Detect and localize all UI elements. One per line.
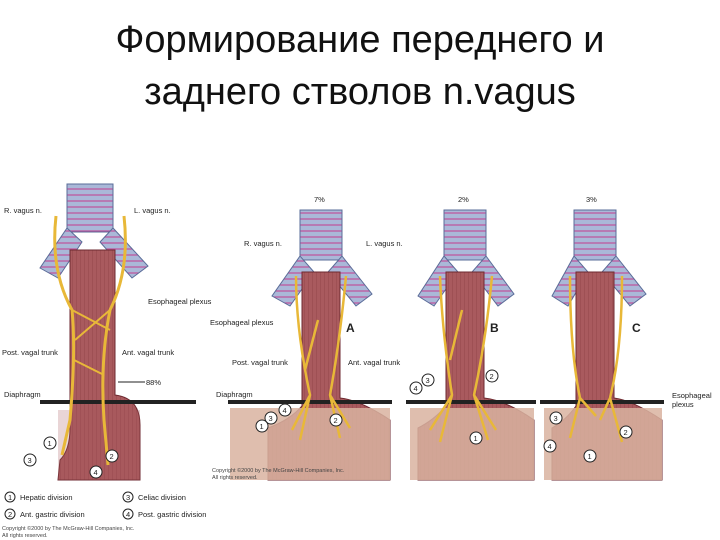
panel-a-marker-1: 1 (255, 419, 269, 433)
panel-b-letter: B (490, 321, 499, 335)
panel-b-marker-3: 3 (421, 373, 435, 387)
svg-text:1: 1 (588, 452, 592, 461)
panel-a-percent: 7% (314, 195, 325, 204)
panel-a-trachea (299, 209, 343, 261)
panel-c-trachea (573, 209, 617, 261)
panel-c-marker-4: 4 (543, 439, 557, 453)
legend-item-hepatic: 1 Hepatic division (4, 491, 73, 503)
panel-c-marker-3: 3 (549, 411, 563, 425)
panel-a-r-vagus: R. vagus n. (244, 239, 282, 248)
svg-text:2: 2 (8, 510, 12, 519)
panel-c-esophageal-plexus-line1: Esophageal (672, 391, 712, 400)
svg-text:Post. gastric division: Post. gastric division (138, 510, 206, 519)
panel-c-percent: 3% (586, 195, 597, 204)
svg-text:1: 1 (48, 439, 52, 448)
panel-a-marker-2: 2 (329, 413, 343, 427)
svg-text:4: 4 (414, 384, 418, 393)
panel-b-stomach (410, 408, 534, 480)
l-vagus-label: L. vagus n. (134, 206, 171, 215)
panel-b-percent: 2% (458, 195, 469, 204)
post-vagal-trunk-label: Post. vagal trunk (2, 348, 58, 357)
svg-text:4: 4 (283, 406, 287, 415)
svg-text:3: 3 (269, 414, 273, 423)
panel-a-esophageal-plexus: Esophageal plexus (210, 318, 274, 327)
copyright-main: Copyright ©2000 by The McGraw-Hill Compa… (2, 525, 135, 532)
svg-text:Hepatic division: Hepatic division (20, 493, 73, 502)
svg-text:4: 4 (126, 510, 130, 519)
panel-a-l-vagus: L. vagus n. (366, 239, 403, 248)
diaphragm-label: Diaphragm (4, 390, 41, 399)
svg-text:Celiac division: Celiac division (138, 493, 186, 502)
svg-text:2: 2 (624, 428, 628, 437)
panel-a-ant-vagal-trunk: Ant. vagal trunk (348, 358, 400, 367)
panel-b-right-bronchus (471, 255, 515, 307)
panel-c-right-bronchus (601, 255, 647, 307)
esophagus (57, 249, 141, 481)
panel-a-marker-3: 3 (264, 411, 278, 425)
svg-text:2: 2 (490, 372, 494, 381)
panel-a-post-vagal-trunk: Post. vagal trunk (232, 358, 288, 367)
panel-a-letter: A (346, 321, 355, 335)
esophageal-plexus-label: Esophageal plexus (148, 297, 212, 306)
svg-text:2: 2 (334, 416, 338, 425)
panel-c-esophageal-plexus-line2: plexus (672, 400, 694, 409)
svg-text:1: 1 (260, 422, 264, 431)
marker-2: 2 (105, 449, 119, 463)
svg-text:3: 3 (554, 414, 558, 423)
percent-label: 88% (146, 378, 161, 387)
legend: 1 Hepatic division 2 Ant. gastric divisi… (4, 491, 206, 520)
panel-c-nerves (568, 275, 624, 443)
panel-a-diaphragm-label: Diaphragm (216, 390, 253, 399)
slide-title: Формирование переднего и заднего стволов… (0, 14, 720, 118)
marker-3: 3 (23, 453, 37, 467)
r-vagus-label: R. vagus n. (4, 206, 42, 215)
panel-b-nerves (428, 275, 498, 443)
panel-b-trachea (443, 209, 487, 261)
vagus-diagram: R. vagus n. L. vagus n. Esophageal plexu… (2, 183, 712, 539)
trachea (66, 183, 114, 233)
stomach (58, 410, 140, 480)
marker-4: 4 (89, 465, 103, 479)
panel-c-marker-1: 1 (583, 449, 597, 463)
plexus-nerves (71, 309, 111, 376)
title-line-2: заднего стволов n.vagus (144, 71, 576, 113)
panel-a-marker-4: 4 (278, 403, 292, 417)
legend-item-celiac: 3 Celiac division (122, 491, 186, 503)
panel-b-marker-1: 1 (469, 431, 483, 445)
copyright-mid: Copyright ©2000 by The McGraw-Hill Compa… (212, 467, 345, 474)
copyright-main-2: All rights reserved. (2, 533, 48, 539)
panel-a-nerves (290, 275, 352, 441)
svg-text:3: 3 (426, 376, 430, 385)
panel-a: 7% R. vagus n. L. vagus n. Esophageal pl… (210, 195, 403, 481)
svg-text:1: 1 (8, 493, 12, 502)
ant-vagal-trunk-label: Ant. vagal trunk (122, 348, 174, 357)
panel-a-left-bronchus (271, 255, 315, 307)
panel-a-right-bronchus (327, 255, 373, 307)
legend-item-ant-gastric: 2 Ant. gastric division (4, 508, 85, 520)
legend-item-post-gastric: 4 Post. gastric division (122, 508, 206, 520)
panel-c-letter: C (632, 321, 641, 335)
svg-text:4: 4 (94, 468, 98, 477)
title-line-1: Формирование переднего и (115, 19, 605, 61)
svg-text:3: 3 (28, 456, 32, 465)
svg-text:1: 1 (474, 434, 478, 443)
panel-b-left-bronchus (417, 255, 459, 307)
panel-c-marker-2: 2 (619, 425, 633, 439)
panel-c: 3% C Esophageal plexus 3 4 2 1 (540, 195, 712, 481)
panel-b-marker-4: 4 (409, 381, 423, 395)
panel-b: 2% B 3 4 2 1 (406, 195, 536, 481)
marker-1: 1 (43, 436, 57, 450)
svg-text:3: 3 (126, 493, 130, 502)
svg-text:Ant. gastric division: Ant. gastric division (20, 510, 85, 519)
copyright-mid-2: All rights reserved. (212, 475, 258, 481)
panel-b-marker-2: 2 (485, 369, 499, 383)
svg-text:4: 4 (548, 442, 552, 451)
main-panel: R. vagus n. L. vagus n. Esophageal plexu… (2, 183, 212, 539)
svg-text:2: 2 (110, 452, 114, 461)
